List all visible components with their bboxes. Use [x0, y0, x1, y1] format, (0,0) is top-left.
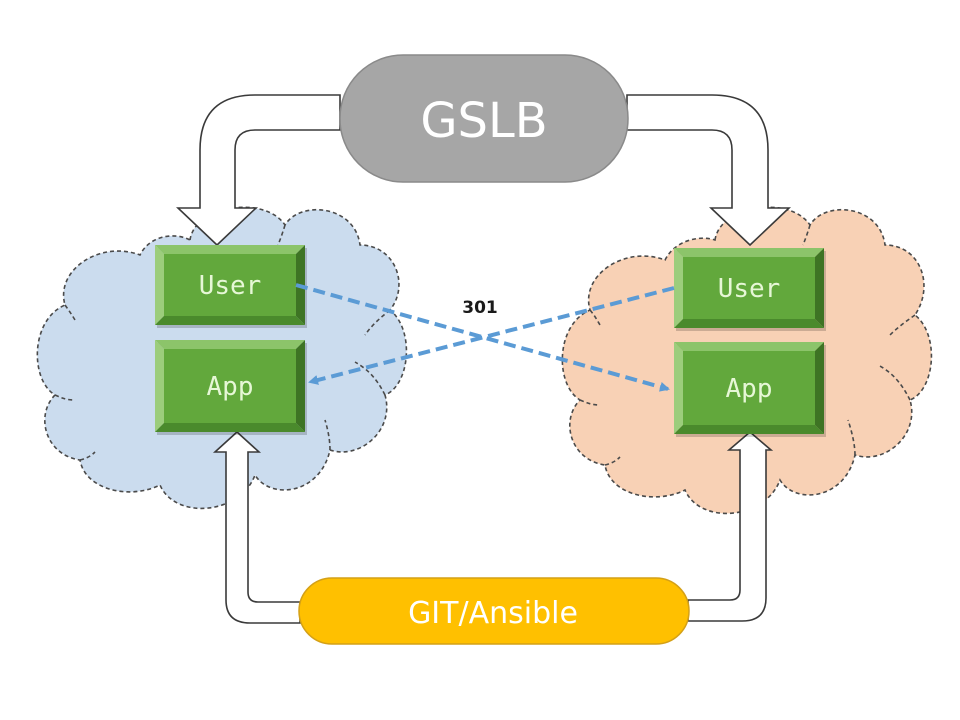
right-user-box[interactable]: User — [674, 248, 826, 331]
box-face — [683, 351, 815, 425]
box-bevel — [155, 340, 164, 432]
box-bevel — [155, 423, 305, 432]
cloud-seam — [324, 419, 331, 451]
right-app-label: App — [726, 374, 773, 404]
left-app-label: App — [207, 372, 254, 402]
box-bevel — [674, 425, 824, 434]
redirect-301-label: 301 — [462, 298, 498, 318]
cloud-seam — [604, 456, 621, 466]
redirect-left-user-to-right-app — [295, 283, 670, 392]
box-bevel — [155, 245, 164, 325]
cloud-seam — [879, 365, 911, 401]
box-bevel — [155, 340, 305, 349]
box-face — [164, 349, 296, 423]
cloud-seam — [54, 394, 76, 401]
right-user-label: User — [718, 274, 781, 304]
git-to-left-app-arrow — [212, 430, 301, 624]
left-user-label: User — [199, 271, 262, 301]
cloud-seam — [277, 224, 286, 246]
box-bevel — [674, 319, 824, 328]
box-bevel — [155, 316, 305, 325]
git-ansible-label: GIT/Ansible — [408, 596, 578, 631]
cloud-seam — [64, 304, 76, 321]
gslb-node[interactable]: GSLB — [339, 54, 629, 183]
git-to-right-app-arrow — [687, 430, 774, 622]
box-bevel — [155, 245, 305, 254]
box-bevel — [674, 342, 683, 434]
cloud-seam — [847, 419, 856, 456]
box-bevel — [296, 340, 305, 432]
git-ansible-node[interactable]: GIT/Ansible — [298, 577, 690, 645]
cloud-seam — [889, 314, 916, 336]
gslb-to-left-user-arrow — [175, 94, 341, 247]
cloud-seam — [354, 361, 386, 396]
left-user-box[interactable]: User — [155, 245, 307, 328]
cloud-seam — [579, 399, 601, 406]
redirect-right-user-to-left-app — [308, 286, 675, 385]
box-bevel — [674, 342, 824, 351]
gslb-to-right-user-arrow — [626, 94, 792, 247]
cloud-seam — [802, 224, 811, 246]
box-bevel — [815, 342, 824, 434]
box-bevel — [674, 248, 824, 257]
box-bevel — [674, 248, 683, 328]
box-face — [164, 254, 296, 316]
box-bevel — [815, 248, 824, 328]
cloud-seam — [589, 309, 601, 326]
gslb-label: GSLB — [420, 93, 547, 149]
right-app-box[interactable]: App — [674, 342, 826, 437]
box-face — [683, 257, 815, 319]
cloud-seam — [79, 451, 96, 461]
left-app-box[interactable]: App — [155, 340, 307, 435]
